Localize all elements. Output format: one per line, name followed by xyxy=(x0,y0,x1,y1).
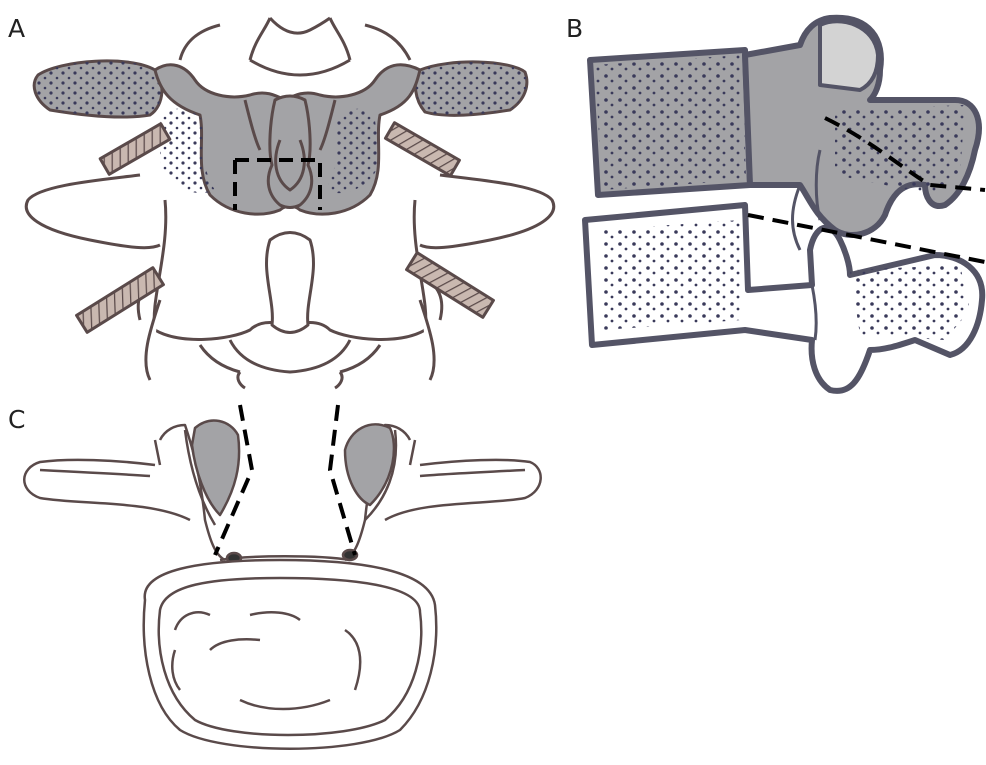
right-facet xyxy=(345,424,394,505)
panel-a-diagram xyxy=(26,18,553,388)
panel-b-diagram xyxy=(585,18,985,391)
left-facet xyxy=(192,421,239,515)
panel-c-diagram xyxy=(24,405,540,749)
